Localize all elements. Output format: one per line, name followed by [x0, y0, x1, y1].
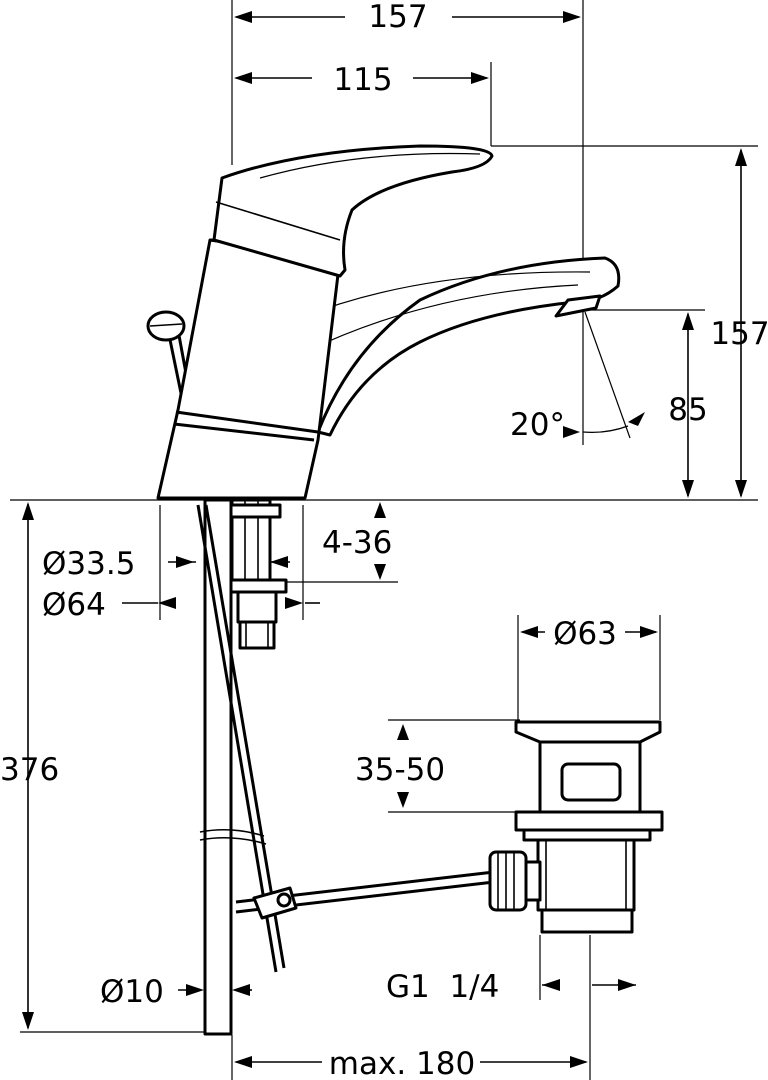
dim-overall-height: 376 — [0, 752, 59, 788]
waste-plug — [560, 762, 622, 802]
handle-lever — [212, 144, 494, 278]
dim-top-width: 157 — [368, 0, 427, 35]
shank-assembly — [206, 498, 288, 650]
body-column — [156, 238, 342, 500]
waste-connector — [488, 850, 528, 912]
faucet-body — [146, 144, 621, 500]
dim-deck-thickness: 4-36 — [322, 525, 392, 561]
waste-assembly — [488, 720, 664, 934]
popup-rods — [196, 498, 495, 1036]
popup-knob — [146, 310, 186, 342]
dim-max-reach: max. 180 — [329, 1046, 475, 1080]
spout — [316, 256, 621, 437]
dim-handle-reach: 115 — [333, 62, 392, 98]
dim-waste-thread: G1 1/4 — [386, 969, 499, 1005]
aerator — [554, 294, 602, 318]
dim-waste-depth: 35-50 — [355, 752, 445, 788]
dim-body-diameter: Ø33.5 — [42, 546, 135, 582]
dim-spout-height: 85 — [668, 392, 707, 428]
dim-total-height: 157 — [710, 316, 768, 352]
dim-base-diameter: Ø64 — [42, 587, 106, 623]
dim-waste-diameter: Ø63 — [553, 616, 617, 652]
vertical-rod — [203, 498, 233, 1036]
dimension-lines — [22, 11, 747, 1068]
dim-spout-angle: 20° — [510, 407, 565, 443]
extension-lines — [10, 0, 758, 1080]
dim-rod-diameter: Ø10 — [100, 974, 164, 1010]
waste-flange — [514, 720, 662, 744]
